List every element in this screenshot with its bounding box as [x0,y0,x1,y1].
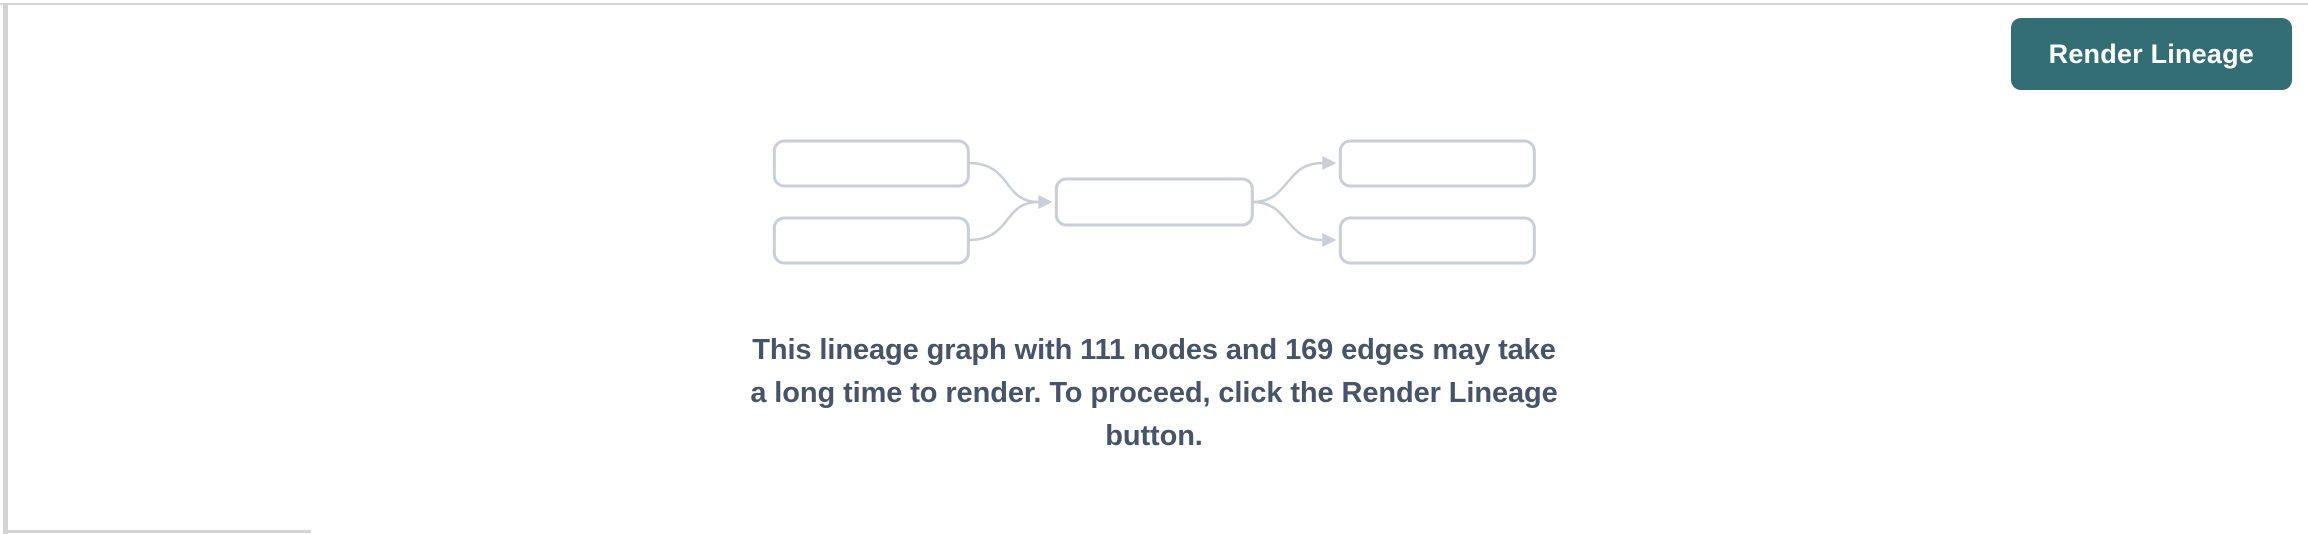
panel-top-border [0,3,2308,5]
lineage-graph-placeholder-icon [772,139,1536,265]
pane-resizer[interactable] [3,3,8,534]
message-line-2: a long time to render. To proceed, click… [750,377,1558,409]
lineage-placeholder: This lineage graph with 111 nodes and 16… [750,139,1558,458]
message-line-1: This lineage graph with 111 nodes and 16… [752,334,1556,366]
message-line-3: button. [1105,420,1203,452]
bottom-edge-line [5,530,311,533]
render-lineage-button[interactable]: Render Lineage [2010,18,2292,90]
render-warning-message: This lineage graph with 111 nodes and 16… [750,329,1557,458]
